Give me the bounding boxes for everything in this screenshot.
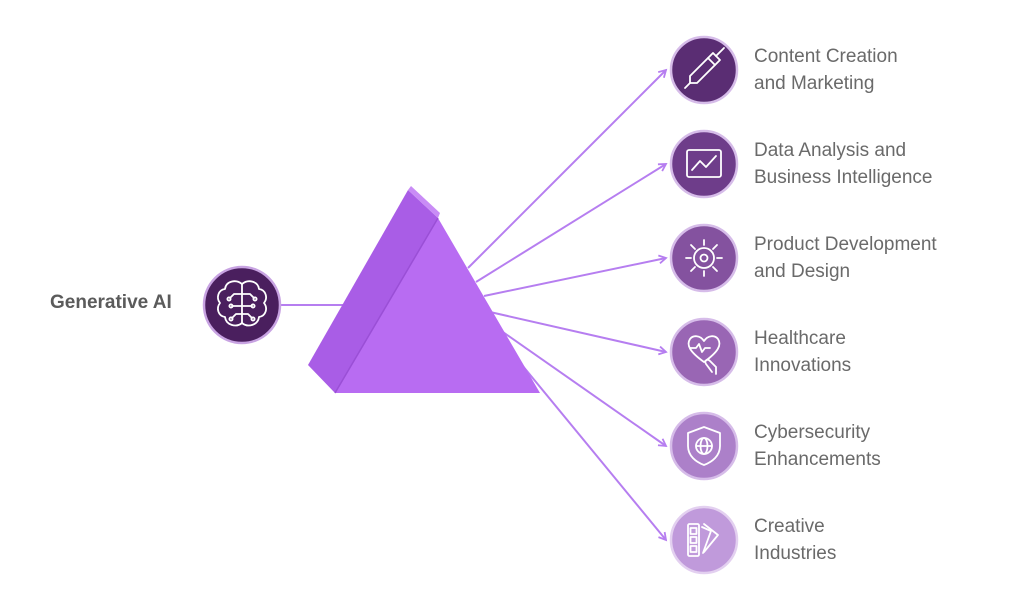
output-label-4: Healthcare Innovations	[754, 325, 1014, 379]
output-circle-4	[669, 317, 739, 387]
output-node-4	[669, 317, 739, 387]
output-label-5-line1: Cybersecurity	[754, 422, 871, 443]
output-label-2-line2: Business Intelligence	[754, 167, 933, 188]
prism-top-edge	[408, 186, 440, 218]
prism-ridge	[334, 217, 439, 394]
prism-side-face	[308, 190, 438, 393]
output-label-6-line1: Creative	[754, 516, 825, 537]
output-arrow-5	[499, 329, 668, 448]
output-arrow-4	[489, 311, 668, 356]
output-circle-1	[669, 35, 739, 105]
output-label-2-line1: Data Analysis and	[754, 140, 907, 161]
gear-target-icon	[685, 239, 723, 277]
output-label-4-line2: Innovations	[754, 355, 852, 376]
output-label-6-line2: Industries	[754, 543, 837, 564]
output-arrows	[467, 68, 668, 542]
output-arrow-3	[483, 254, 668, 297]
output-node-3	[669, 223, 739, 293]
output-circle-3	[669, 223, 739, 293]
output-label-5-line2: Enhancements	[754, 449, 881, 470]
brain-circuit-icon	[217, 280, 267, 327]
source-node	[202, 265, 282, 345]
output-arrow-6	[507, 347, 668, 542]
output-node-1	[669, 35, 739, 105]
output-nodes	[669, 35, 739, 575]
output-circle-6	[669, 505, 739, 575]
prism	[308, 186, 540, 394]
source-label: Generative AI	[50, 292, 172, 313]
prism-front-face	[335, 218, 540, 393]
output-label-1: Content Creation and Marketing	[754, 43, 1014, 97]
output-label-6: Creative Industries	[754, 513, 1014, 567]
output-label-2: Data Analysis and Business Intelligence	[754, 137, 1014, 191]
output-node-2	[669, 129, 739, 199]
output-label-3-line1: Product Development	[754, 234, 937, 255]
output-label-4-line1: Healthcare	[754, 328, 846, 349]
output-arrow-1	[467, 68, 668, 269]
output-label-1-line1: Content Creation	[754, 46, 898, 67]
output-node-5	[669, 411, 739, 481]
output-label-3: Product Development and Design	[754, 231, 1014, 285]
heart-hand-icon	[687, 335, 721, 375]
output-arrow-2	[475, 163, 668, 283]
line-chart-icon	[686, 149, 722, 178]
output-label-3-line2: and Design	[754, 261, 851, 282]
output-label-5: Cybersecurity Enhancements	[754, 419, 1014, 473]
pen-icon	[684, 47, 725, 89]
output-label-1-line2: and Marketing	[754, 73, 875, 94]
output-node-6	[669, 505, 739, 575]
shield-globe-icon	[687, 426, 721, 466]
color-swatch-icon	[687, 523, 719, 557]
